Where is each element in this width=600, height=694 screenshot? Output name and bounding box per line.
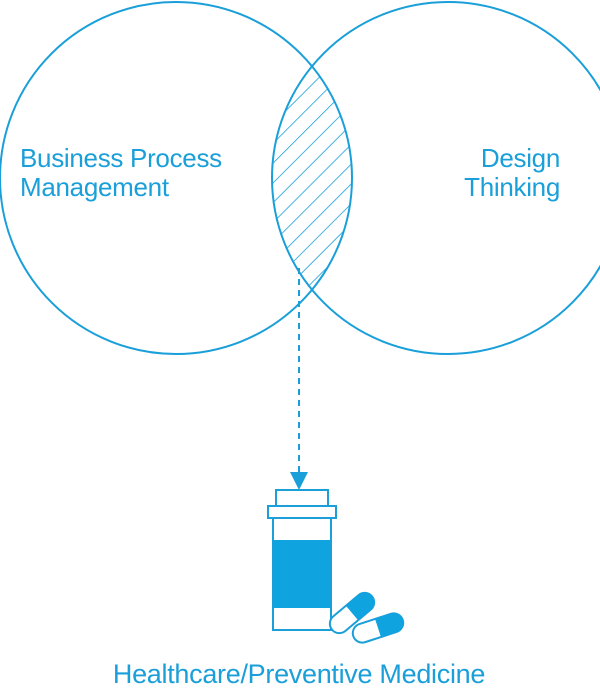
caption: Healthcare/Preventive Medicine (113, 659, 485, 689)
right-circle (271, 1, 600, 355)
capsule-icon (351, 612, 405, 644)
pill-bottle-icon (267, 489, 337, 631)
dashed-arrow (290, 268, 308, 490)
right-circle-label-line1: Design (481, 143, 560, 173)
left-circle-label-line2: Management (20, 172, 170, 202)
left-circle (0, 1, 353, 355)
right-circle-label-line2: Thinking (464, 172, 560, 202)
left-circle-label-line1: Business Process (20, 143, 222, 173)
capsule-icon (328, 591, 376, 635)
